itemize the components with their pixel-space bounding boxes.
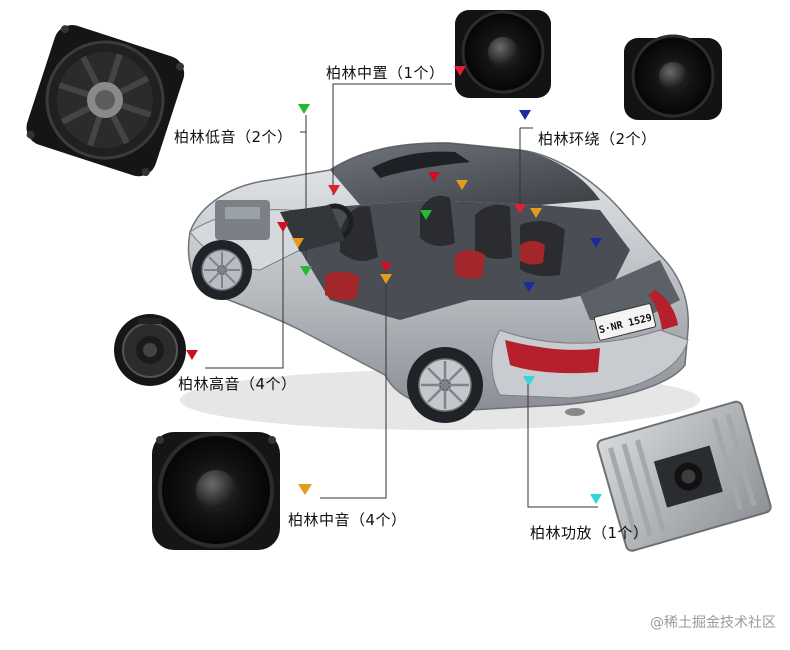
center-marker [454,66,466,76]
bass-position-marker [300,266,312,276]
amplifier-image [596,400,772,552]
midrange-position-marker [292,238,304,248]
bass-label: 柏林低音（2个） [174,128,293,146]
surround-position-marker [590,238,602,248]
midrange-speaker-image [152,432,280,550]
surround-position-marker [514,204,526,214]
tweeter-marker [186,350,198,360]
amplifier-leader-line [527,378,598,508]
rear-wheel [407,347,483,423]
tweeter-position-marker [277,222,289,232]
bass-marker [298,104,310,114]
bass-speaker-image [26,25,185,177]
car-cutaway: S·NR 1529 [180,142,700,430]
surround-marker [519,110,531,120]
tweeter-label: 柏林高音（4个） [178,375,297,393]
tweeter-position-marker [380,262,392,272]
midrange-position-marker [380,274,392,284]
midrange-position-marker [456,180,468,190]
license-plate [593,303,657,341]
center-leader-line [332,83,452,195]
tweeter-leader-line [205,228,284,369]
center-speaker-image [455,10,551,98]
watermark: @稀土掘金技术社区 [650,615,776,631]
amplifier-marker [590,494,602,504]
amplifier-label: 柏林功放（1个） [530,524,649,542]
surround-label: 柏林环绕（2个） [538,130,657,148]
center-position-marker [328,185,340,195]
bass-position-marker [420,210,432,220]
surround-position-marker [523,282,535,292]
midrange-position-marker [530,208,542,218]
surround-speaker-image [624,34,722,120]
front-wheel [192,240,252,300]
midrange-marker [298,484,312,495]
center-label: 柏林中置（1个） [326,64,445,82]
leader-lines [205,83,598,508]
markers [186,66,602,504]
midrange-leader-line [320,270,387,499]
amplifier-position-marker [523,376,535,386]
tweeter-speaker-image [114,314,186,386]
tweeter-position-marker [428,172,440,182]
midrange-label: 柏林中音（4个） [288,511,407,529]
